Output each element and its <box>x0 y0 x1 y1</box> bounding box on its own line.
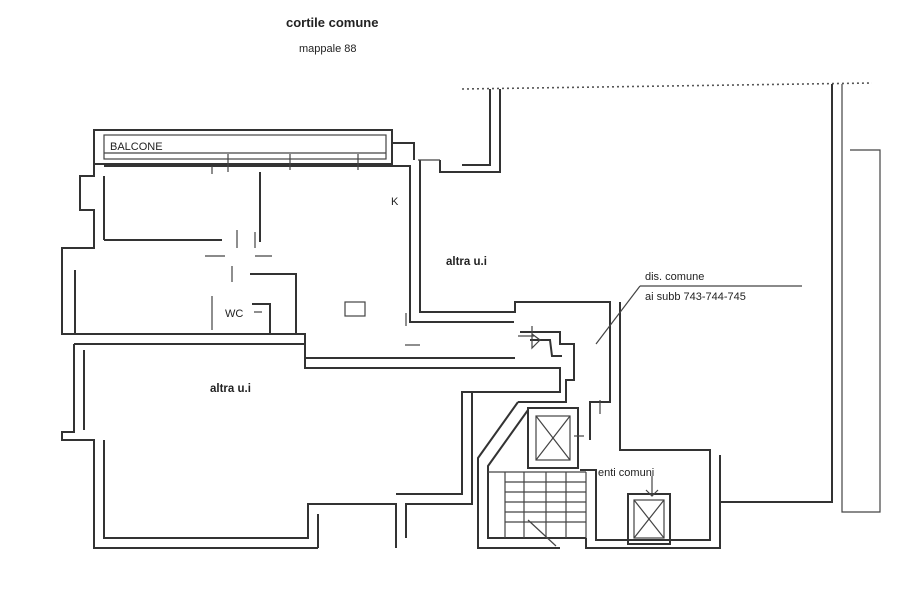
courtyard-title: cortile comune <box>286 15 378 30</box>
common-corridor-subb-label: ai subb 743-744-745 <box>645 291 746 303</box>
common-corridor-label: dis. comune <box>645 271 704 283</box>
apartment-walls <box>61 142 611 359</box>
common-areas-label: enti comuni <box>598 467 654 479</box>
lower-apartment-walls <box>61 343 561 549</box>
parcel-label: mappale 88 <box>299 43 357 55</box>
property-boundary-dotted <box>461 82 873 90</box>
staircase-treads <box>488 471 587 547</box>
other-unit-upper-label: altra u.i <box>446 256 487 268</box>
common-corridor-leader <box>595 285 802 345</box>
balcony-label: BALCONE <box>110 141 163 153</box>
stair-core <box>477 302 721 549</box>
upper-right-walls <box>418 89 501 173</box>
wc-label: WC <box>225 308 243 320</box>
balcony <box>93 129 393 165</box>
other-unit-lower-label: altra u.i <box>210 383 251 395</box>
kitchen-label: K <box>391 196 399 208</box>
